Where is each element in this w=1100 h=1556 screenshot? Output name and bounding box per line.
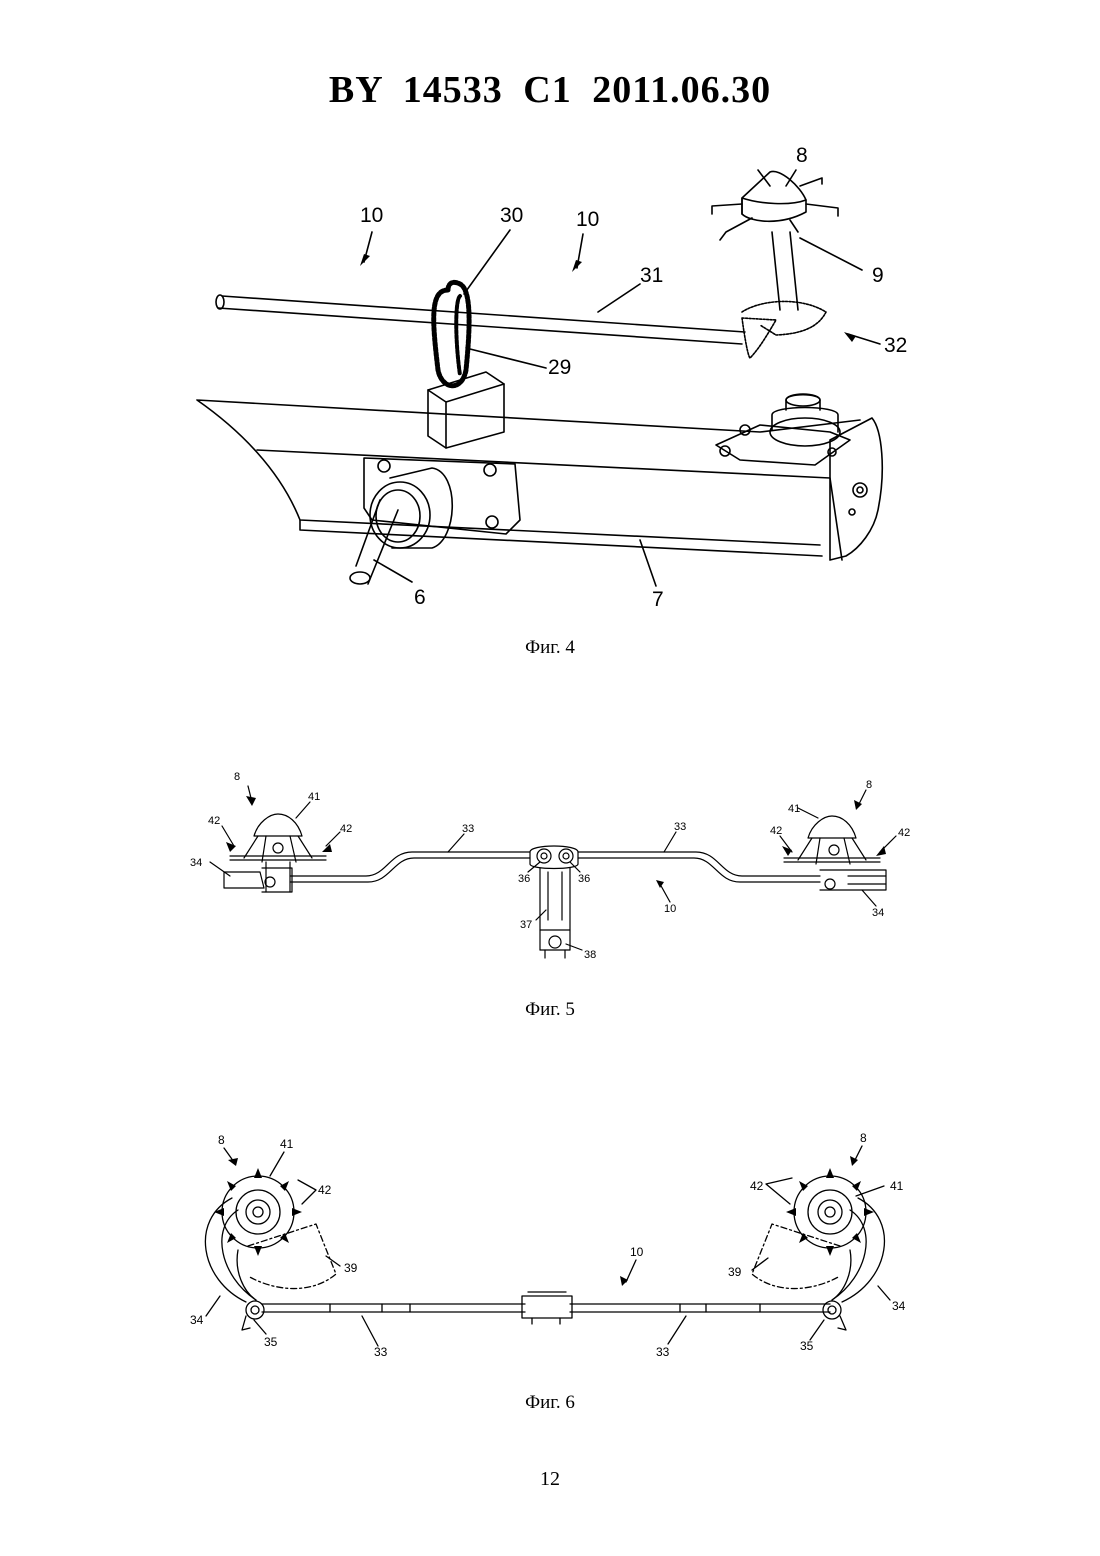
label-8-left: 8 xyxy=(234,771,240,783)
label-8: 8 xyxy=(796,144,808,167)
figure-6-drawing xyxy=(205,1146,890,1346)
figure-4-drawing xyxy=(197,170,882,586)
label-7: 7 xyxy=(652,588,664,611)
label-42-right-b: 42 xyxy=(898,827,910,839)
label-36-right: 36 xyxy=(578,873,590,885)
label-29: 29 xyxy=(548,356,571,379)
label-37: 37 xyxy=(520,919,532,931)
label-39-left: 39 xyxy=(344,1261,358,1275)
label-42-right: 42 xyxy=(750,1179,764,1193)
label-35-left: 35 xyxy=(264,1335,278,1349)
label-8-right: 8 xyxy=(860,1131,867,1145)
label-31: 31 xyxy=(640,264,663,287)
label-33-left: 33 xyxy=(462,823,474,835)
label-6: 6 xyxy=(414,586,426,609)
label-10: 10 xyxy=(630,1245,644,1259)
label-34-left: 34 xyxy=(190,857,202,869)
label-32: 32 xyxy=(884,334,907,357)
label-35-right: 35 xyxy=(800,1339,814,1353)
label-34-right: 34 xyxy=(872,907,884,919)
figure-6-caption: Фиг. 6 xyxy=(0,1392,1100,1414)
label-41-left: 41 xyxy=(280,1137,294,1151)
label-8-right: 8 xyxy=(866,779,872,791)
label-34-right: 34 xyxy=(892,1299,906,1313)
label-42-left: 42 xyxy=(318,1183,332,1197)
label-41-right: 41 xyxy=(890,1179,904,1193)
label-42-left-b: 42 xyxy=(340,823,352,835)
label-8-left: 8 xyxy=(218,1133,225,1147)
label-33-right: 33 xyxy=(674,821,686,833)
label-10a: 10 xyxy=(360,204,383,227)
label-9: 9 xyxy=(872,264,884,287)
label-41-right: 41 xyxy=(788,803,800,815)
label-30: 30 xyxy=(500,204,523,227)
label-33-right: 33 xyxy=(656,1345,670,1359)
figure-5-caption: Фиг. 5 xyxy=(0,999,1100,1021)
page-number: 12 xyxy=(0,1468,1100,1491)
label-42-right-a: 42 xyxy=(770,825,782,837)
label-42-left-a: 42 xyxy=(208,815,220,827)
label-36-left: 36 xyxy=(518,873,530,885)
label-34-left: 34 xyxy=(190,1313,204,1327)
label-33-left: 33 xyxy=(374,1345,388,1359)
label-41-left: 41 xyxy=(308,791,320,803)
label-10b: 10 xyxy=(576,208,599,231)
figure-6-labels: 8 41 42 39 34 35 33 10 33 35 34 39 42 41… xyxy=(190,1131,906,1359)
figure-4-caption: Фиг. 4 xyxy=(0,637,1100,659)
label-10: 10 xyxy=(664,903,676,915)
figure-5-labels: 8 41 42 42 34 33 33 36 36 37 38 10 8 41 … xyxy=(190,771,910,961)
label-38: 38 xyxy=(584,949,596,961)
label-39-right: 39 xyxy=(728,1265,742,1279)
